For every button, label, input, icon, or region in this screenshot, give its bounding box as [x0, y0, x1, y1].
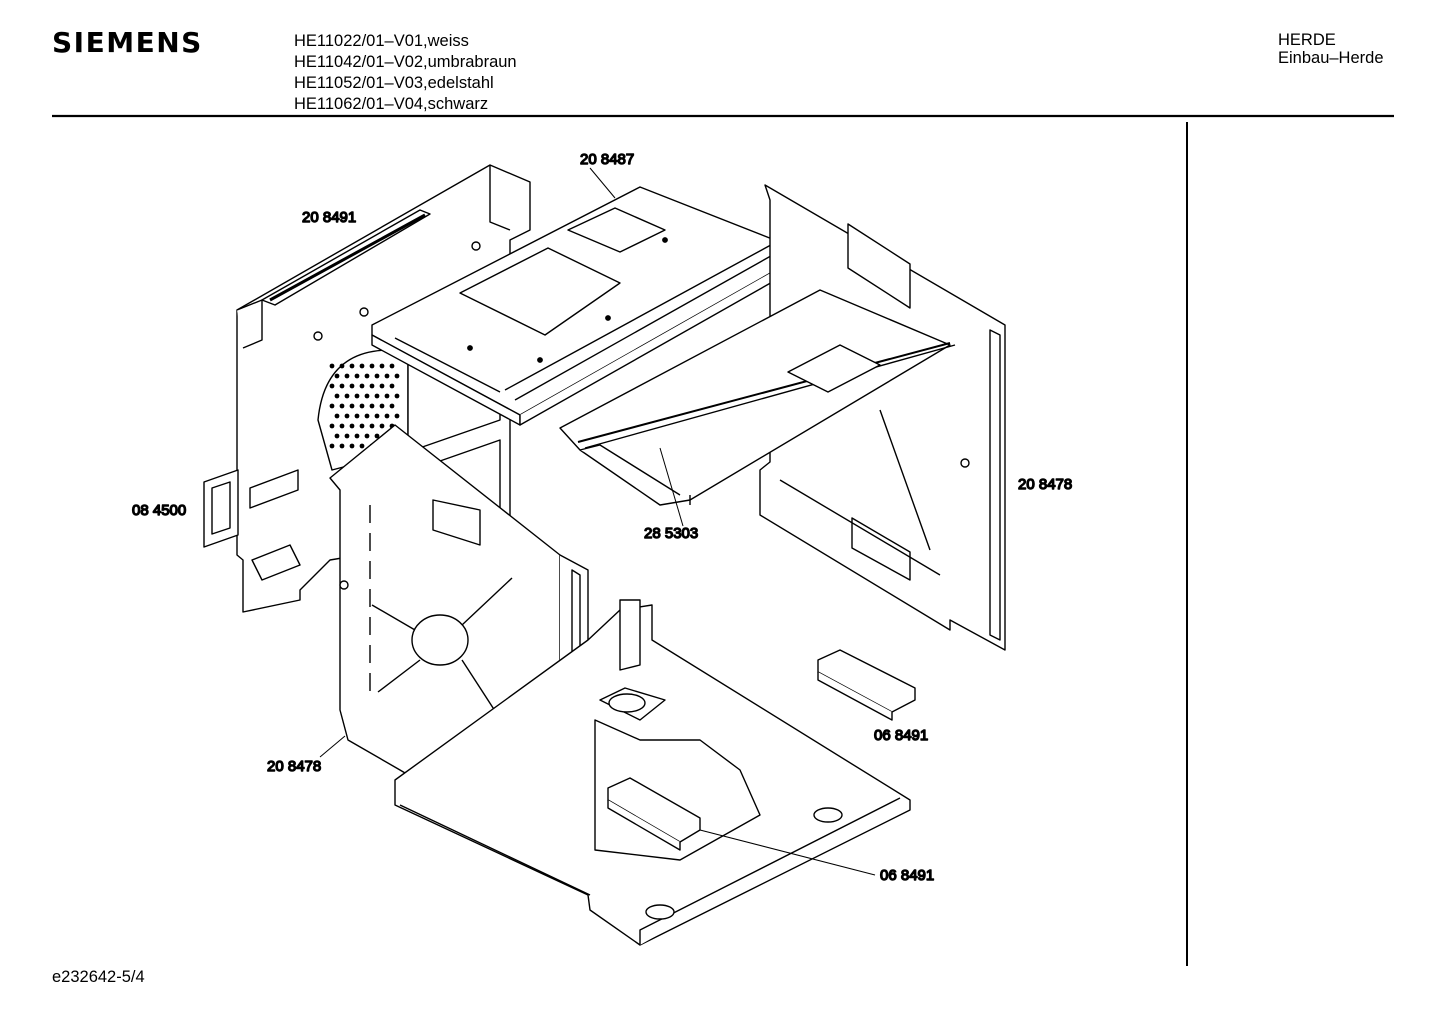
- model-list: HE11022/01–V01,weiss HE11042/01–V02,umbr…: [294, 31, 517, 115]
- grille-hole: [384, 413, 390, 419]
- grille-hole: [359, 363, 365, 369]
- grille-hole: [394, 393, 400, 399]
- grille-hole: [339, 383, 345, 389]
- grille-hole: [364, 373, 370, 379]
- grille-hole: [349, 423, 355, 429]
- grille-hole: [364, 393, 370, 399]
- grille-hole: [359, 383, 365, 389]
- grille-hole: [339, 363, 345, 369]
- grille-hole: [344, 373, 350, 379]
- grille-hole: [374, 413, 380, 419]
- grille-hole: [339, 403, 345, 409]
- model-line: HE11062/01–V04,schwarz: [294, 95, 489, 113]
- grille-hole: [354, 413, 360, 419]
- grille-hole: [329, 423, 335, 429]
- part-label-bracket-right: 06 8491: [874, 727, 928, 744]
- drawing-code: e232642-5/4: [52, 968, 145, 986]
- part-label-bracket-bottom: 06 8491: [880, 867, 934, 884]
- part-label-top-panel: 20 8487: [580, 151, 634, 168]
- grille-hole: [379, 363, 385, 369]
- grille-hole: [374, 393, 380, 399]
- grille-hole: [359, 403, 365, 409]
- grille-hole: [329, 383, 335, 389]
- top-panel: [371, 186, 791, 426]
- grille-hole: [329, 443, 335, 449]
- grille-hole: [349, 403, 355, 409]
- grille-hole: [364, 413, 370, 419]
- bracket-right: [817, 649, 916, 721]
- grille-hole: [334, 373, 340, 379]
- model-line: HE11042/01–V02,umbrabraun: [294, 53, 517, 71]
- grille-hole: [384, 373, 390, 379]
- grille-hole: [389, 403, 395, 409]
- grille-hole: [334, 413, 340, 419]
- grille-hole: [359, 423, 365, 429]
- category-title: HERDE: [1278, 31, 1336, 49]
- grille-hole: [359, 443, 365, 449]
- grille-hole: [394, 413, 400, 419]
- category-subtitle: Einbau–Herde: [1278, 49, 1384, 67]
- grille-hole: [364, 433, 370, 439]
- grille-hole: [344, 413, 350, 419]
- grille-hole: [369, 403, 375, 409]
- grille-hole: [379, 383, 385, 389]
- grille-hole: [339, 443, 345, 449]
- grille-hole: [369, 363, 375, 369]
- grille-hole: [354, 433, 360, 439]
- grille-hole: [379, 403, 385, 409]
- base-plate: [394, 599, 911, 946]
- grille-hole: [334, 433, 340, 439]
- grille-hole: [354, 393, 360, 399]
- grille-hole: [354, 373, 360, 379]
- grille-hole: [369, 423, 375, 429]
- grille-hole: [349, 363, 355, 369]
- side-connector: [203, 469, 299, 548]
- part-label-top-left: 20 8491: [302, 209, 356, 226]
- model-line: HE11052/01–V03,edelstahl: [294, 74, 494, 92]
- category-block: HERDE Einbau–Herde: [1278, 31, 1384, 67]
- grille-hole: [334, 393, 340, 399]
- leader-lines: [319, 167, 876, 876]
- grille-hole: [344, 393, 350, 399]
- grille-hole: [379, 423, 385, 429]
- grille-hole: [384, 393, 390, 399]
- grille-hole: [389, 363, 395, 369]
- grille-hole: [339, 423, 345, 429]
- grille-hole: [389, 383, 395, 389]
- grille-hole: [344, 433, 350, 439]
- grille-hole: [349, 443, 355, 449]
- part-label-rail: 28 5303: [644, 525, 698, 542]
- grille-hole: [369, 383, 375, 389]
- brand-logo: SIEMENS: [52, 26, 203, 59]
- part-label-side-connector: 08 4500: [132, 502, 186, 519]
- grille-hole: [374, 373, 380, 379]
- guide-rail: [559, 289, 956, 506]
- part-label-left-front-panel: 20 8478: [267, 758, 321, 775]
- grille-hole: [374, 433, 380, 439]
- grille-hole: [329, 363, 335, 369]
- grille-hole: [394, 373, 400, 379]
- model-line: HE11022/01–V01,weiss: [294, 32, 469, 50]
- grille-hole: [349, 383, 355, 389]
- part-label-right-panel: 20 8478: [1018, 476, 1072, 493]
- grille-hole: [329, 403, 335, 409]
